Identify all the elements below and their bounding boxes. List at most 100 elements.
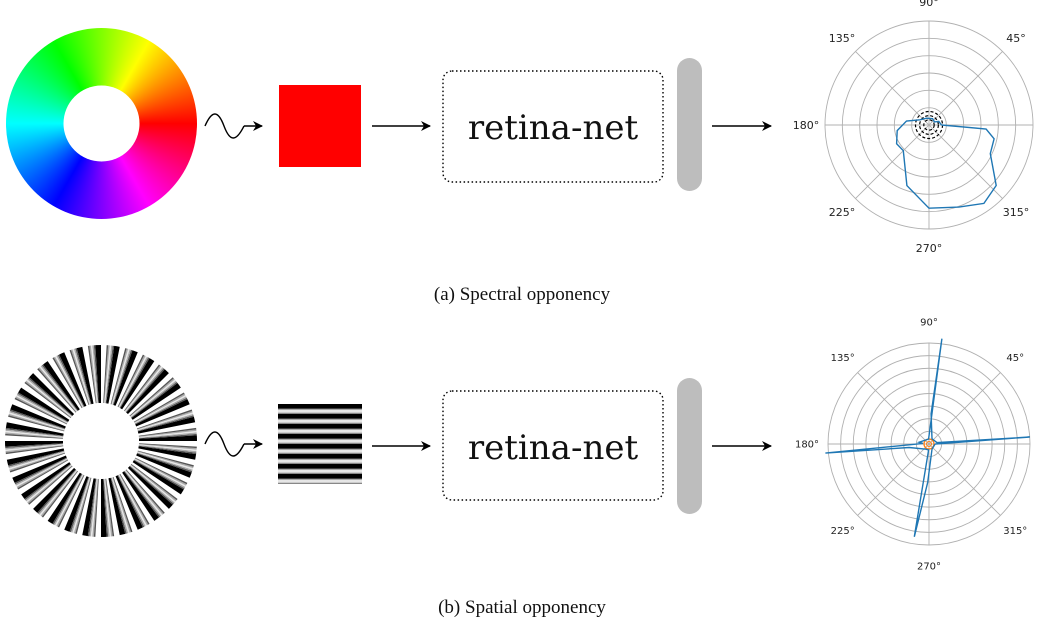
grating-spoke [117, 474, 145, 528]
grating-spoke [56, 355, 84, 408]
grating-spoke [87, 345, 97, 404]
stripe-mid [278, 432, 362, 434]
grating-spoke [8, 451, 65, 470]
grating-spoke [127, 466, 173, 509]
grating-spoke [118, 355, 146, 408]
grating-spoke [138, 427, 197, 437]
grating-spoke [16, 393, 68, 423]
grating-spoke [130, 379, 176, 418]
grating-spoke [129, 378, 175, 417]
stripe-mid [278, 462, 362, 464]
grating-spoke [28, 377, 73, 417]
stripe-light [278, 419, 362, 423]
stripe-light [278, 439, 362, 443]
grating-spoke [25, 464, 72, 502]
grating-spoke [117, 354, 145, 408]
grating-spoke [57, 474, 85, 528]
grating-spoke [137, 450, 194, 467]
grating-spoke [29, 373, 75, 416]
grating-spoke [41, 470, 79, 518]
grating-spoke [125, 469, 165, 514]
grating-spoke [38, 469, 77, 515]
stripe-mid [278, 472, 362, 474]
grating-spoke [90, 345, 98, 404]
stripe-mid [278, 418, 362, 420]
grating-spoke [18, 387, 70, 422]
grating-spoke [113, 350, 138, 406]
grating-spoke [112, 349, 133, 406]
polar-response-curve [895, 117, 997, 209]
grating-spoke [5, 443, 64, 450]
grating-spoke [69, 349, 90, 406]
grating-spoke [92, 345, 99, 404]
stripe-mid [278, 448, 362, 450]
polar-plot-b: 0°45°90°135°180°225°270°315° [795, 318, 1031, 573]
retina-net-box-b [442, 390, 664, 501]
grating-spoke [135, 399, 190, 427]
grating-spoke [5, 427, 64, 437]
grating-spoke [59, 352, 87, 407]
stripe-mid [278, 452, 362, 454]
grating-spoke [10, 404, 66, 429]
grating-spoke [8, 413, 65, 431]
stripe-mid [278, 422, 362, 424]
grating-spoke [103, 345, 109, 404]
polar-angle-label: 180° [793, 119, 820, 132]
grating-spoke [69, 476, 90, 533]
output-layer-bar-b [677, 378, 702, 514]
grating-spoke [8, 450, 65, 467]
stripe-dark [278, 464, 362, 469]
grating-spoke [27, 378, 73, 417]
grating-spoke [112, 477, 132, 533]
grating-spoke [106, 345, 120, 404]
grating-spoke [134, 457, 188, 485]
grating-spoke [136, 452, 193, 473]
polar-secondary-curve [926, 441, 932, 447]
grating-spoke [53, 474, 83, 526]
grating-spoke [17, 459, 69, 490]
stripe-light [278, 459, 362, 463]
grating-spoke [5, 441, 64, 447]
grating-spoke [27, 465, 73, 504]
grating-spoke [72, 477, 91, 534]
grating-spoke [119, 357, 150, 409]
stripe-mid [278, 482, 362, 484]
grating-spoke [55, 474, 84, 527]
stripe-light [278, 479, 362, 483]
grating-spoke [130, 380, 177, 418]
polar-angle-label: 180° [795, 440, 819, 451]
color-wheel-hole [63, 85, 140, 162]
grating-spoke [39, 470, 78, 516]
grating-spoke [105, 345, 115, 404]
grating-spoke [5, 422, 64, 436]
grating-spoke [89, 345, 97, 404]
grating-spoke [138, 443, 197, 450]
stripe-light [278, 409, 362, 413]
grating-spoke [119, 473, 150, 525]
grating-spoke [9, 452, 66, 473]
grating-spoke [118, 355, 147, 408]
grating-spoke [24, 381, 72, 419]
grating-spoke [104, 478, 112, 537]
grating-spoke [130, 381, 178, 419]
grating-spoke [9, 452, 65, 472]
polar-angle-label: 315° [1003, 526, 1027, 537]
stripe-light [278, 469, 362, 473]
grating-spoke [103, 478, 109, 537]
grating-spoke [118, 474, 147, 527]
grating-spoke [124, 470, 163, 516]
grating-spoke [40, 470, 78, 517]
grating-spoke [137, 451, 194, 469]
grating-spoke [93, 345, 99, 404]
polar-angle-label: 270° [916, 242, 943, 255]
caption-b: (b) Spatial opponency [438, 597, 606, 618]
grating-spoke [72, 348, 91, 405]
grating-spoke [134, 458, 187, 487]
grating-spoke [137, 416, 196, 434]
grating-spoke [14, 457, 68, 485]
grating-spoke [28, 465, 73, 505]
grating-spoke [5, 430, 64, 438]
grating-spoke [26, 379, 72, 418]
polar-angle-label: 45° [1006, 353, 1024, 364]
grating-spoke [89, 478, 97, 537]
